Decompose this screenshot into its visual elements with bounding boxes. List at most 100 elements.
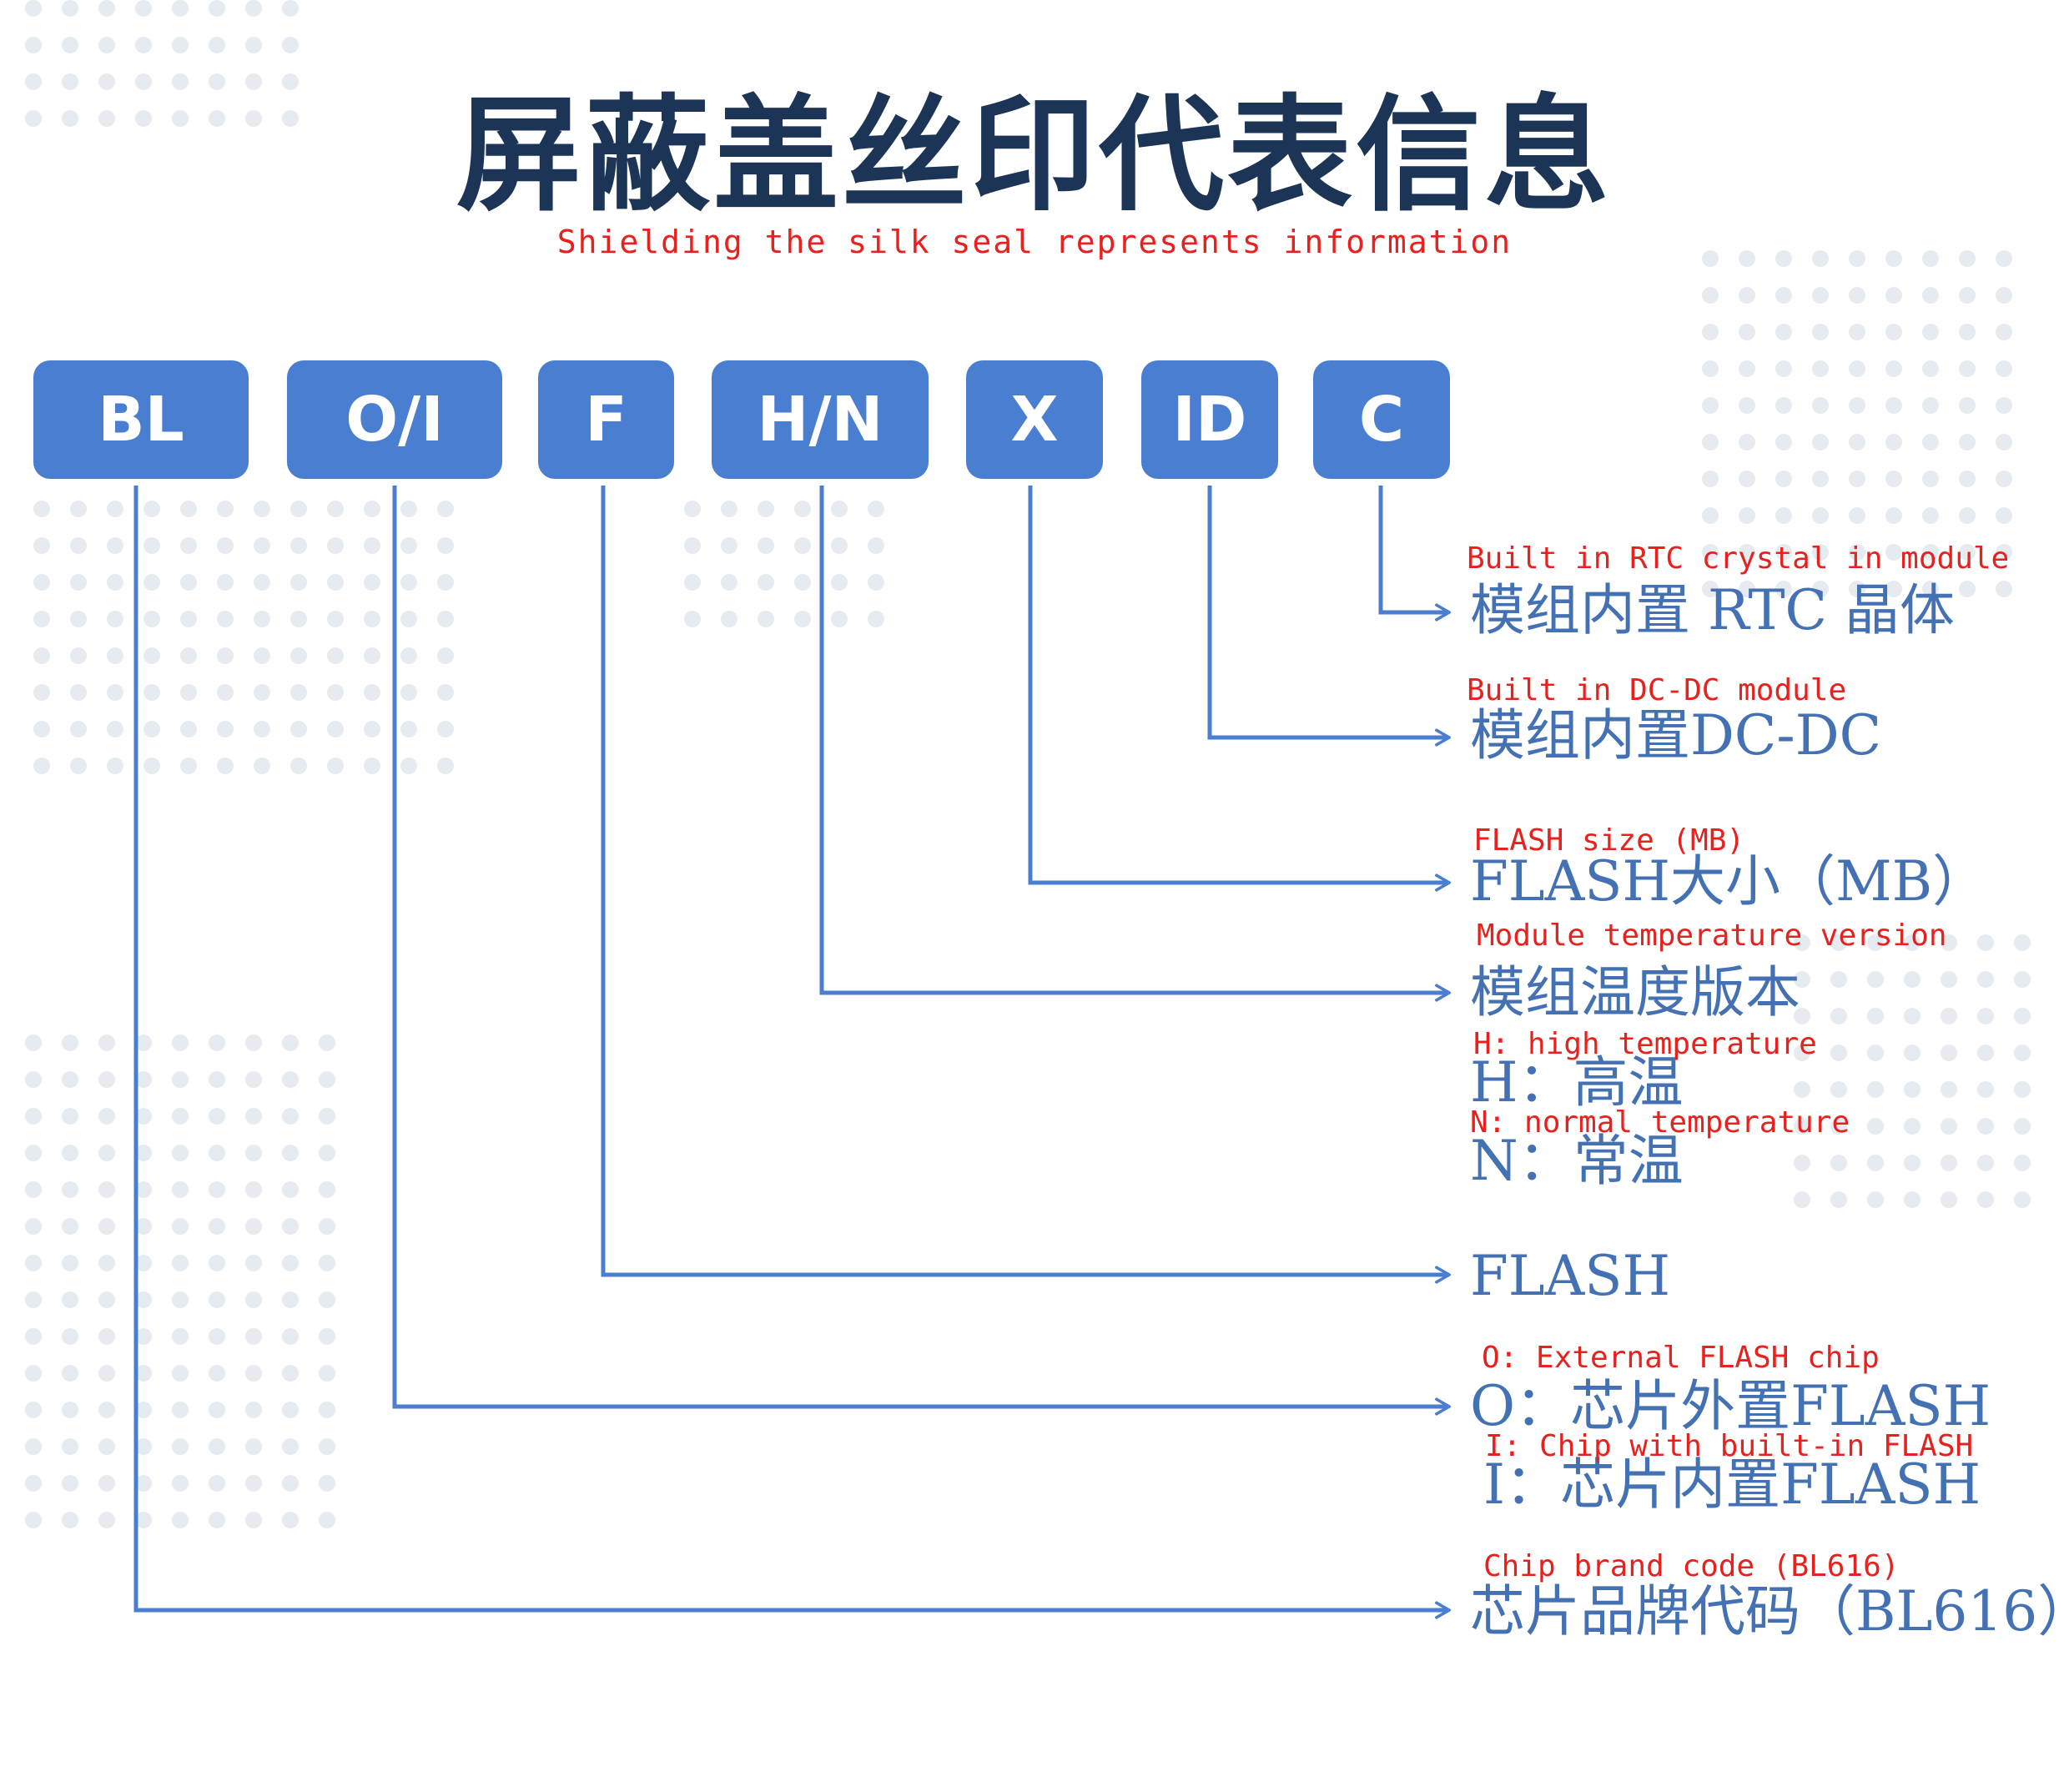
background-dot xyxy=(98,110,115,127)
background-dot xyxy=(254,647,270,664)
background-dot xyxy=(327,537,344,554)
background-dot xyxy=(25,1108,42,1125)
background-dot xyxy=(1830,934,1847,951)
background-dot xyxy=(721,501,737,517)
background-dot xyxy=(135,1291,152,1308)
background-dot xyxy=(209,73,225,90)
background-dot xyxy=(33,611,50,627)
background-dot xyxy=(282,1255,299,1271)
code-box-f: F xyxy=(538,360,674,479)
background-dot xyxy=(25,1181,42,1198)
background-dot xyxy=(209,1365,225,1382)
background-dot xyxy=(217,758,234,774)
background-dot xyxy=(1739,397,1755,414)
background-dot xyxy=(290,574,307,591)
code-box-id: ID xyxy=(1141,360,1278,479)
background-dot xyxy=(282,1402,299,1418)
background-dot xyxy=(172,37,189,53)
background-dot xyxy=(290,721,307,737)
background-dot xyxy=(1959,287,1976,304)
background-dot xyxy=(868,574,884,591)
background-dot xyxy=(254,758,270,774)
background-dot xyxy=(62,1181,78,1198)
background-dot xyxy=(1867,1081,1884,1098)
background-dot xyxy=(400,537,417,554)
background-dot xyxy=(62,1034,78,1051)
background-dot xyxy=(2014,1155,2031,1171)
background-dot xyxy=(2014,934,2031,951)
background-dot xyxy=(217,647,234,664)
background-dot xyxy=(1812,581,1829,597)
background-dot xyxy=(437,758,454,774)
background-dot xyxy=(437,647,454,664)
background-dot xyxy=(254,501,270,517)
background-dot xyxy=(1849,324,1865,340)
background-dot xyxy=(1996,287,2012,304)
background-dot xyxy=(1775,360,1792,377)
background-dot xyxy=(143,574,160,591)
background-dot xyxy=(98,1218,115,1235)
background-dot xyxy=(209,1402,225,1418)
background-dot xyxy=(794,537,811,554)
background-dot xyxy=(1867,971,1884,988)
background-dot xyxy=(1775,324,1792,340)
background-dot xyxy=(33,501,50,517)
background-dot xyxy=(327,574,344,591)
background-dot xyxy=(1794,934,1810,951)
connector-f-flash xyxy=(601,486,1451,1284)
background-dot xyxy=(1904,971,1920,988)
background-dot xyxy=(135,37,152,53)
connector-c-rtc xyxy=(1378,486,1451,622)
background-dot xyxy=(831,501,848,517)
background-dot xyxy=(25,110,42,127)
background-dot xyxy=(1739,287,1755,304)
background-dot xyxy=(400,501,417,517)
background-dot xyxy=(1959,471,1976,487)
label-rtc-cn: 模组内置 RTC 晶体 xyxy=(1470,578,1956,642)
background-dot xyxy=(107,684,123,701)
background-dot xyxy=(172,1475,189,1492)
code-box-hn: H/N xyxy=(712,360,929,479)
background-dot xyxy=(245,1218,262,1235)
background-dot xyxy=(319,1365,335,1382)
label-flash-size-en: FLASH size (MB) xyxy=(1473,823,1745,858)
background-dot xyxy=(254,684,270,701)
background-dot xyxy=(98,1328,115,1345)
background-dot xyxy=(2014,1191,2031,1208)
background-dot xyxy=(62,1328,78,1345)
background-dot xyxy=(107,537,123,554)
page-subtitle: Shielding the silk seal represents infor… xyxy=(556,224,1513,260)
background-dot xyxy=(1739,360,1755,377)
background-dot xyxy=(98,1255,115,1271)
background-dot xyxy=(33,574,50,591)
background-dot xyxy=(319,1255,335,1271)
background-dot xyxy=(1849,581,1865,597)
background-dot xyxy=(684,611,701,627)
background-dot xyxy=(1702,287,1719,304)
background-dot xyxy=(1885,471,1902,487)
background-dot xyxy=(1977,934,1994,951)
background-dot xyxy=(319,1291,335,1308)
background-dot xyxy=(282,73,299,90)
background-dot xyxy=(437,721,454,737)
background-dot xyxy=(1812,250,1829,267)
label-temp-high-en: H: high temperature xyxy=(1473,1027,1817,1061)
background-dot xyxy=(1775,397,1792,414)
background-dot xyxy=(319,1402,335,1418)
background-dot xyxy=(209,37,225,53)
label-temp-normal-cn: N：常温 xyxy=(1470,1129,1684,1193)
background-dot xyxy=(1702,544,1719,561)
background-dot xyxy=(282,1291,299,1308)
background-dot xyxy=(1885,434,1902,451)
background-dot xyxy=(1885,581,1902,597)
background-dot xyxy=(327,501,344,517)
background-dot xyxy=(1867,934,1884,951)
background-dot xyxy=(1996,434,2012,451)
background-dot xyxy=(209,0,225,17)
background-dot xyxy=(180,611,197,627)
background-dot xyxy=(1904,1118,1920,1135)
background-dot xyxy=(758,574,774,591)
background-dot xyxy=(400,647,417,664)
background-dot xyxy=(1996,471,2012,487)
background-dot xyxy=(245,1071,262,1088)
